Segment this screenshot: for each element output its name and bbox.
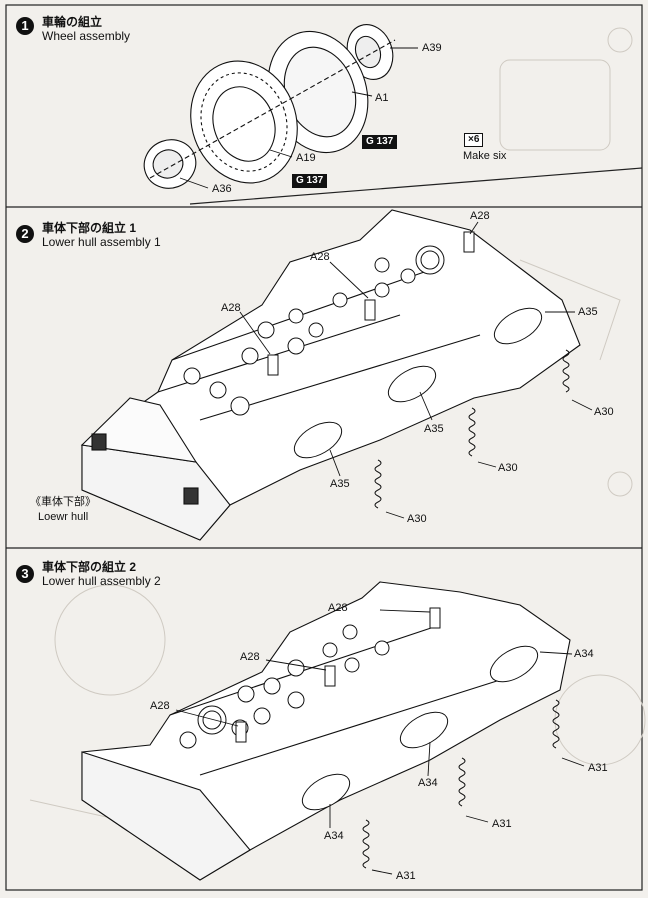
step2-leader-lines	[239, 221, 593, 519]
hull-label-en: Loewr hull	[38, 511, 89, 523]
step1-title-jp: 車輪の組立	[42, 15, 103, 29]
part-label-a28: A28	[310, 251, 330, 263]
part-label-a1: A1	[375, 92, 389, 104]
lower-hull-2-suspension	[235, 607, 560, 869]
part-label-a28: A28	[470, 210, 490, 222]
paint-code-badge-a: G 137	[362, 135, 398, 149]
part-label-a28: A28	[221, 302, 241, 314]
bleed-through-ghost	[29, 27, 646, 821]
panel-borders	[5, 4, 643, 891]
lower-hull-1-hatches	[183, 245, 445, 416]
step3-title: 車体下部の組立 2 Lower hull assembly 2	[42, 560, 161, 588]
quantity-note: Make six	[463, 150, 507, 162]
step2-title-jp: 車体下部の組立 1	[42, 221, 137, 235]
wheel-exploded-view	[143, 24, 396, 189]
step2-number-badge: 2	[16, 225, 34, 243]
step3-title-jp: 車体下部の組立 2	[42, 560, 137, 574]
part-label-a28: A28	[240, 651, 260, 663]
part-label-a28: A28	[150, 700, 170, 712]
step1-title-en: Wheel assembly	[42, 29, 131, 43]
part-label-a31: A31	[492, 818, 512, 830]
part-label-a31: A31	[588, 762, 608, 774]
part-label-a35: A35	[578, 306, 598, 318]
part-label-a35: A35	[424, 423, 444, 435]
part-label-a34: A34	[574, 648, 594, 660]
step1-number-badge: 1	[16, 17, 34, 35]
part-label-a35: A35	[330, 478, 350, 490]
step3-leader-lines	[175, 609, 585, 875]
step3-number-badge: 3	[16, 565, 34, 583]
step1-leader-lines	[179, 47, 418, 189]
part-label-a31: A31	[396, 870, 416, 882]
paint-code-badge-b: G 137	[292, 174, 328, 188]
step2-title: 車体下部の組立 1 Lower hull assembly 1	[42, 221, 161, 249]
part-label-a36: A36	[212, 183, 232, 195]
step1-title: 車輪の組立 Wheel assembly	[42, 15, 130, 43]
step3-title-en: Lower hull assembly 2	[42, 574, 161, 588]
part-label-a30: A30	[594, 406, 614, 418]
part-label-a34: A34	[324, 830, 344, 842]
step2-title-en: Lower hull assembly 1	[42, 235, 161, 249]
part-label-a19: A19	[296, 152, 316, 164]
part-label-a30: A30	[498, 462, 518, 474]
lower-hull-2-drawing	[81, 581, 571, 881]
part-label-a28: A28	[328, 602, 348, 614]
part-label-a30: A30	[407, 513, 427, 525]
lower-hull-1-drawing	[80, 209, 581, 541]
part-label-a39: A39	[422, 42, 442, 54]
lower-hull-1-suspension	[267, 231, 570, 509]
part-label-a34: A34	[418, 777, 438, 789]
quantity-multiplier-badge: ×6	[464, 133, 484, 147]
hull-label-jp: 《車体下部》	[30, 496, 96, 508]
lower-hull-2-hatches	[179, 624, 390, 749]
